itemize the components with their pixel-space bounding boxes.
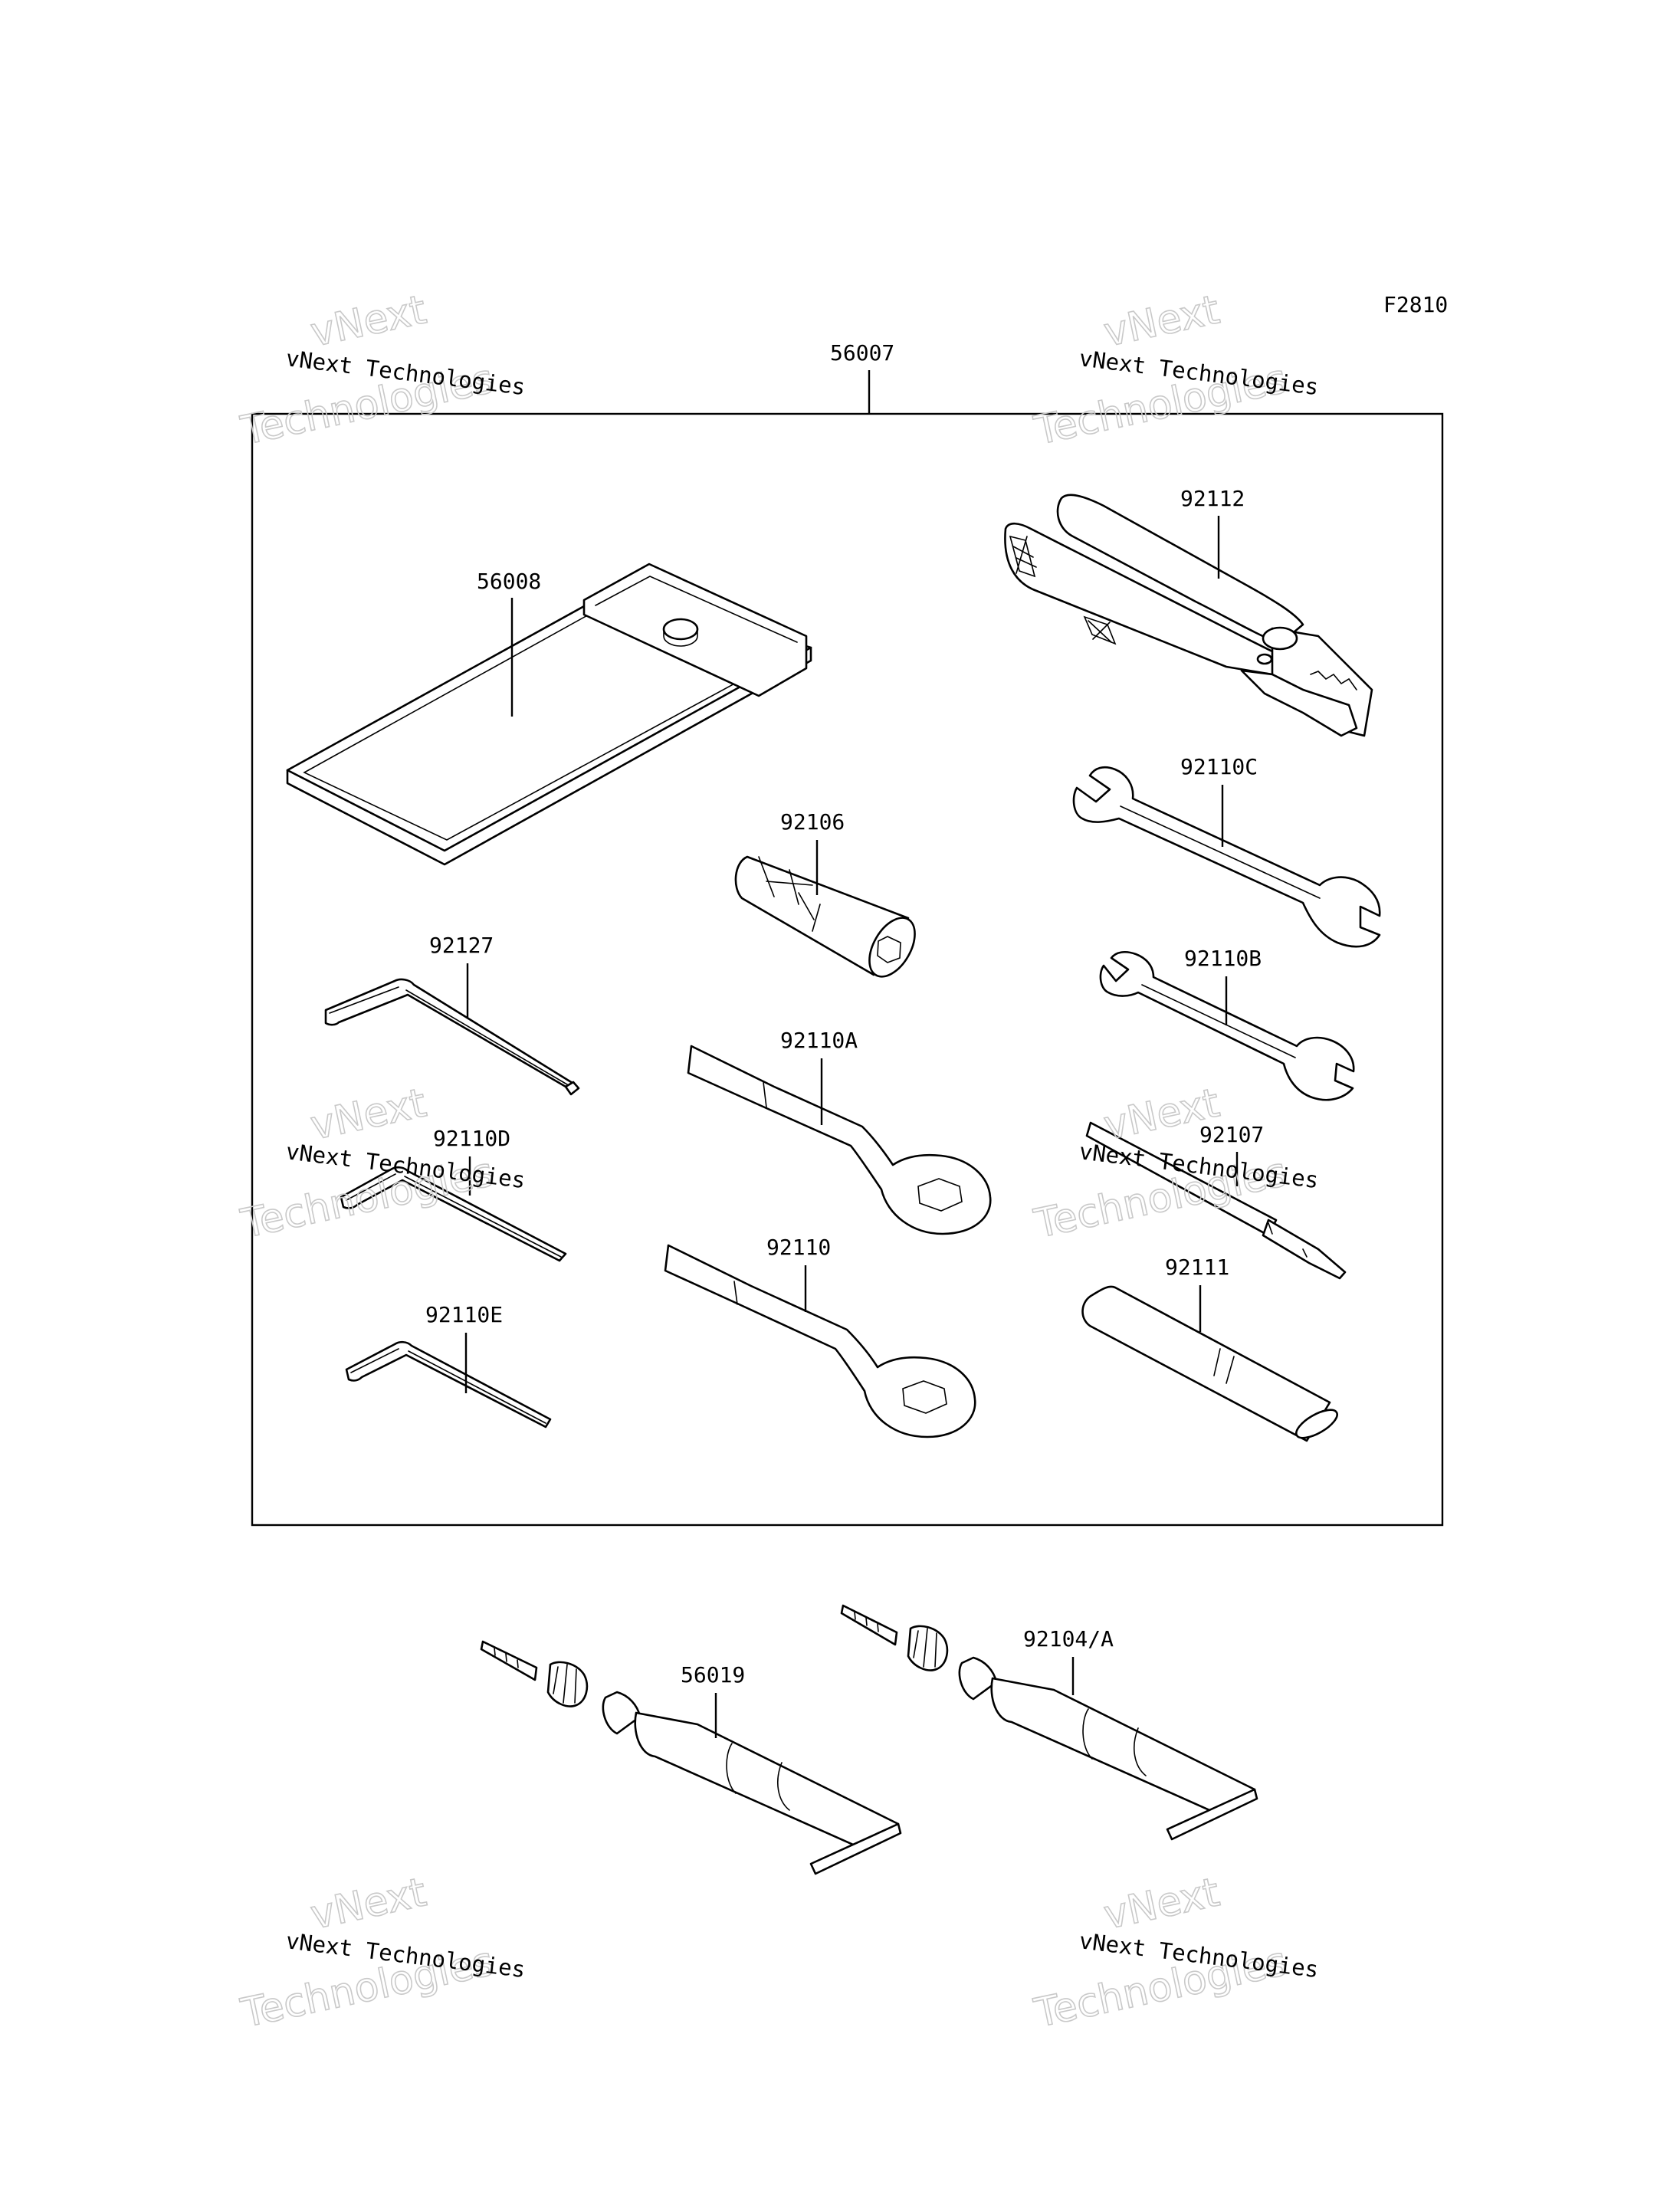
pliers-drawing <box>1004 494 1373 737</box>
adhesive-tube-1-drawing <box>480 1640 902 1875</box>
label-92106: 92106 <box>780 809 845 835</box>
box-wrench-a-drawing <box>687 1045 992 1235</box>
label-92110C: 92110C <box>1180 754 1258 779</box>
figure-code: F2810 <box>1383 292 1448 317</box>
label-92127: 92127 <box>429 933 494 958</box>
extension-tube-drawing <box>1081 1285 1338 1442</box>
label-92107: 92107 <box>1199 1122 1264 1147</box>
kit-label: 56007 <box>830 340 894 366</box>
label-92110D: 92110D <box>433 1126 510 1151</box>
svg-text:vNext: vNext <box>307 287 430 356</box>
svg-text:vNext: vNext <box>307 1869 430 1938</box>
watermark-6: vNext Technologies vNext Technologies <box>1029 1869 1320 2038</box>
label-92110A: 92110A <box>780 1028 858 1053</box>
label-92110B: 92110B <box>1184 946 1262 971</box>
socket-adapter-drawing <box>734 855 916 978</box>
watermark-5: vNext Technologies vNext Technologies <box>236 1869 527 2038</box>
hex-key-d-drawing <box>340 1166 567 1262</box>
screwdriver-drawing <box>1085 1121 1347 1280</box>
label-92110: 92110 <box>766 1235 831 1260</box>
tool-pouch-drawing <box>286 563 812 866</box>
label-56019: 56019 <box>681 1662 745 1688</box>
open-wrench-b-drawing <box>1099 950 1355 1101</box>
label-92111: 92111 <box>1165 1255 1229 1280</box>
label-92112: 92112 <box>1180 486 1245 511</box>
watermark-1: vNext Technologies vNext Technologies <box>236 287 527 455</box>
label-92110E: 92110E <box>425 1302 503 1327</box>
label-92104A: 92104/A <box>1023 1626 1114 1652</box>
watermark-4: vNext Technologies vNext Technologies <box>1029 1080 1320 1248</box>
svg-text:vNext: vNext <box>307 1080 430 1149</box>
kit-frame <box>251 412 1444 1527</box>
hex-key-e-drawing <box>345 1340 552 1429</box>
svg-text:vNext: vNext <box>1100 287 1223 356</box>
watermark-2: vNext Technologies vNext Technologies <box>1029 287 1320 455</box>
label-56008: 56008 <box>477 569 541 594</box>
open-wrench-c-drawing <box>1072 766 1381 948</box>
svg-text:vNext: vNext <box>1100 1869 1223 1938</box>
box-wrench-drawing <box>664 1244 976 1438</box>
hex-key-large-drawing <box>324 978 580 1096</box>
adhesive-tube-2-drawing <box>840 1604 1258 1841</box>
